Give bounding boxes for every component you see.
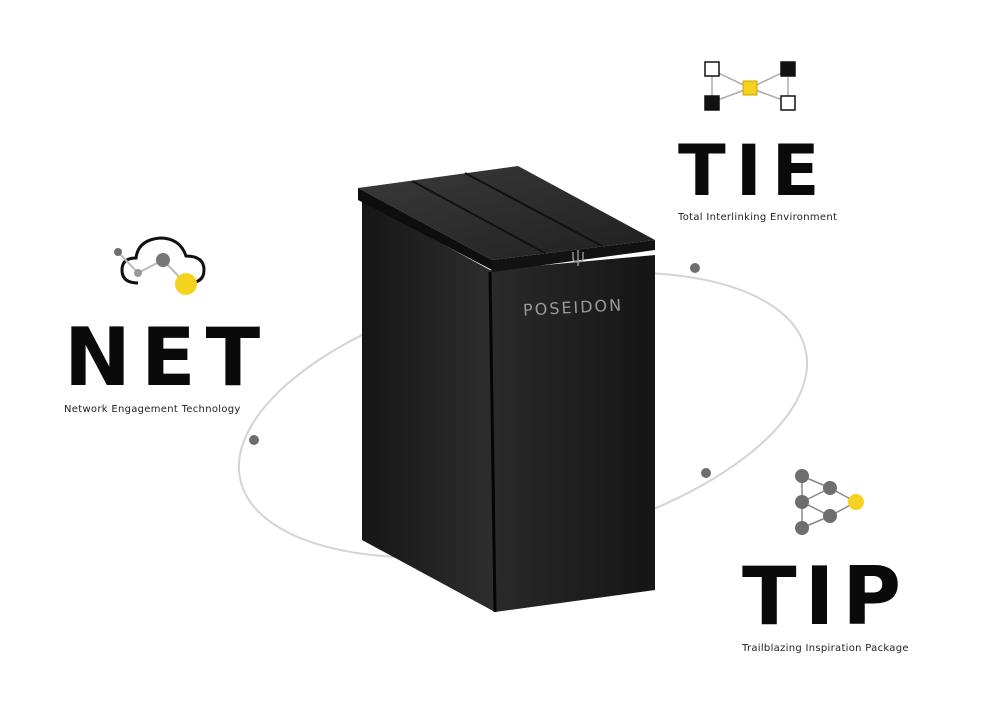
feature-subtitle: Total Interlinking Environment: [678, 212, 838, 223]
neural-network-icon: [795, 469, 864, 535]
feature-title: TIE: [678, 130, 830, 212]
feature-title: NET: [64, 311, 271, 404]
feature-subtitle: Trailblazing Inspiration Package: [742, 643, 909, 654]
orbit-node: [701, 468, 711, 478]
feature-net: NET Network Engagement Technology: [64, 311, 271, 416]
feature-subtitle: Network Engagement Technology: [64, 404, 241, 415]
orbit-node: [690, 263, 700, 273]
orbit-node: [249, 435, 259, 445]
feature-tie: TIE Total Interlinking Environment: [678, 136, 837, 223]
cube-network-icon: [704, 61, 796, 111]
trident-icon: [572, 250, 584, 266]
poseidon-device: [358, 166, 655, 613]
feature-title: TIP: [742, 550, 909, 643]
feature-tip: TIP Trailblazing Inspiration Package: [742, 550, 909, 655]
cloud-network-icon: [114, 236, 206, 295]
